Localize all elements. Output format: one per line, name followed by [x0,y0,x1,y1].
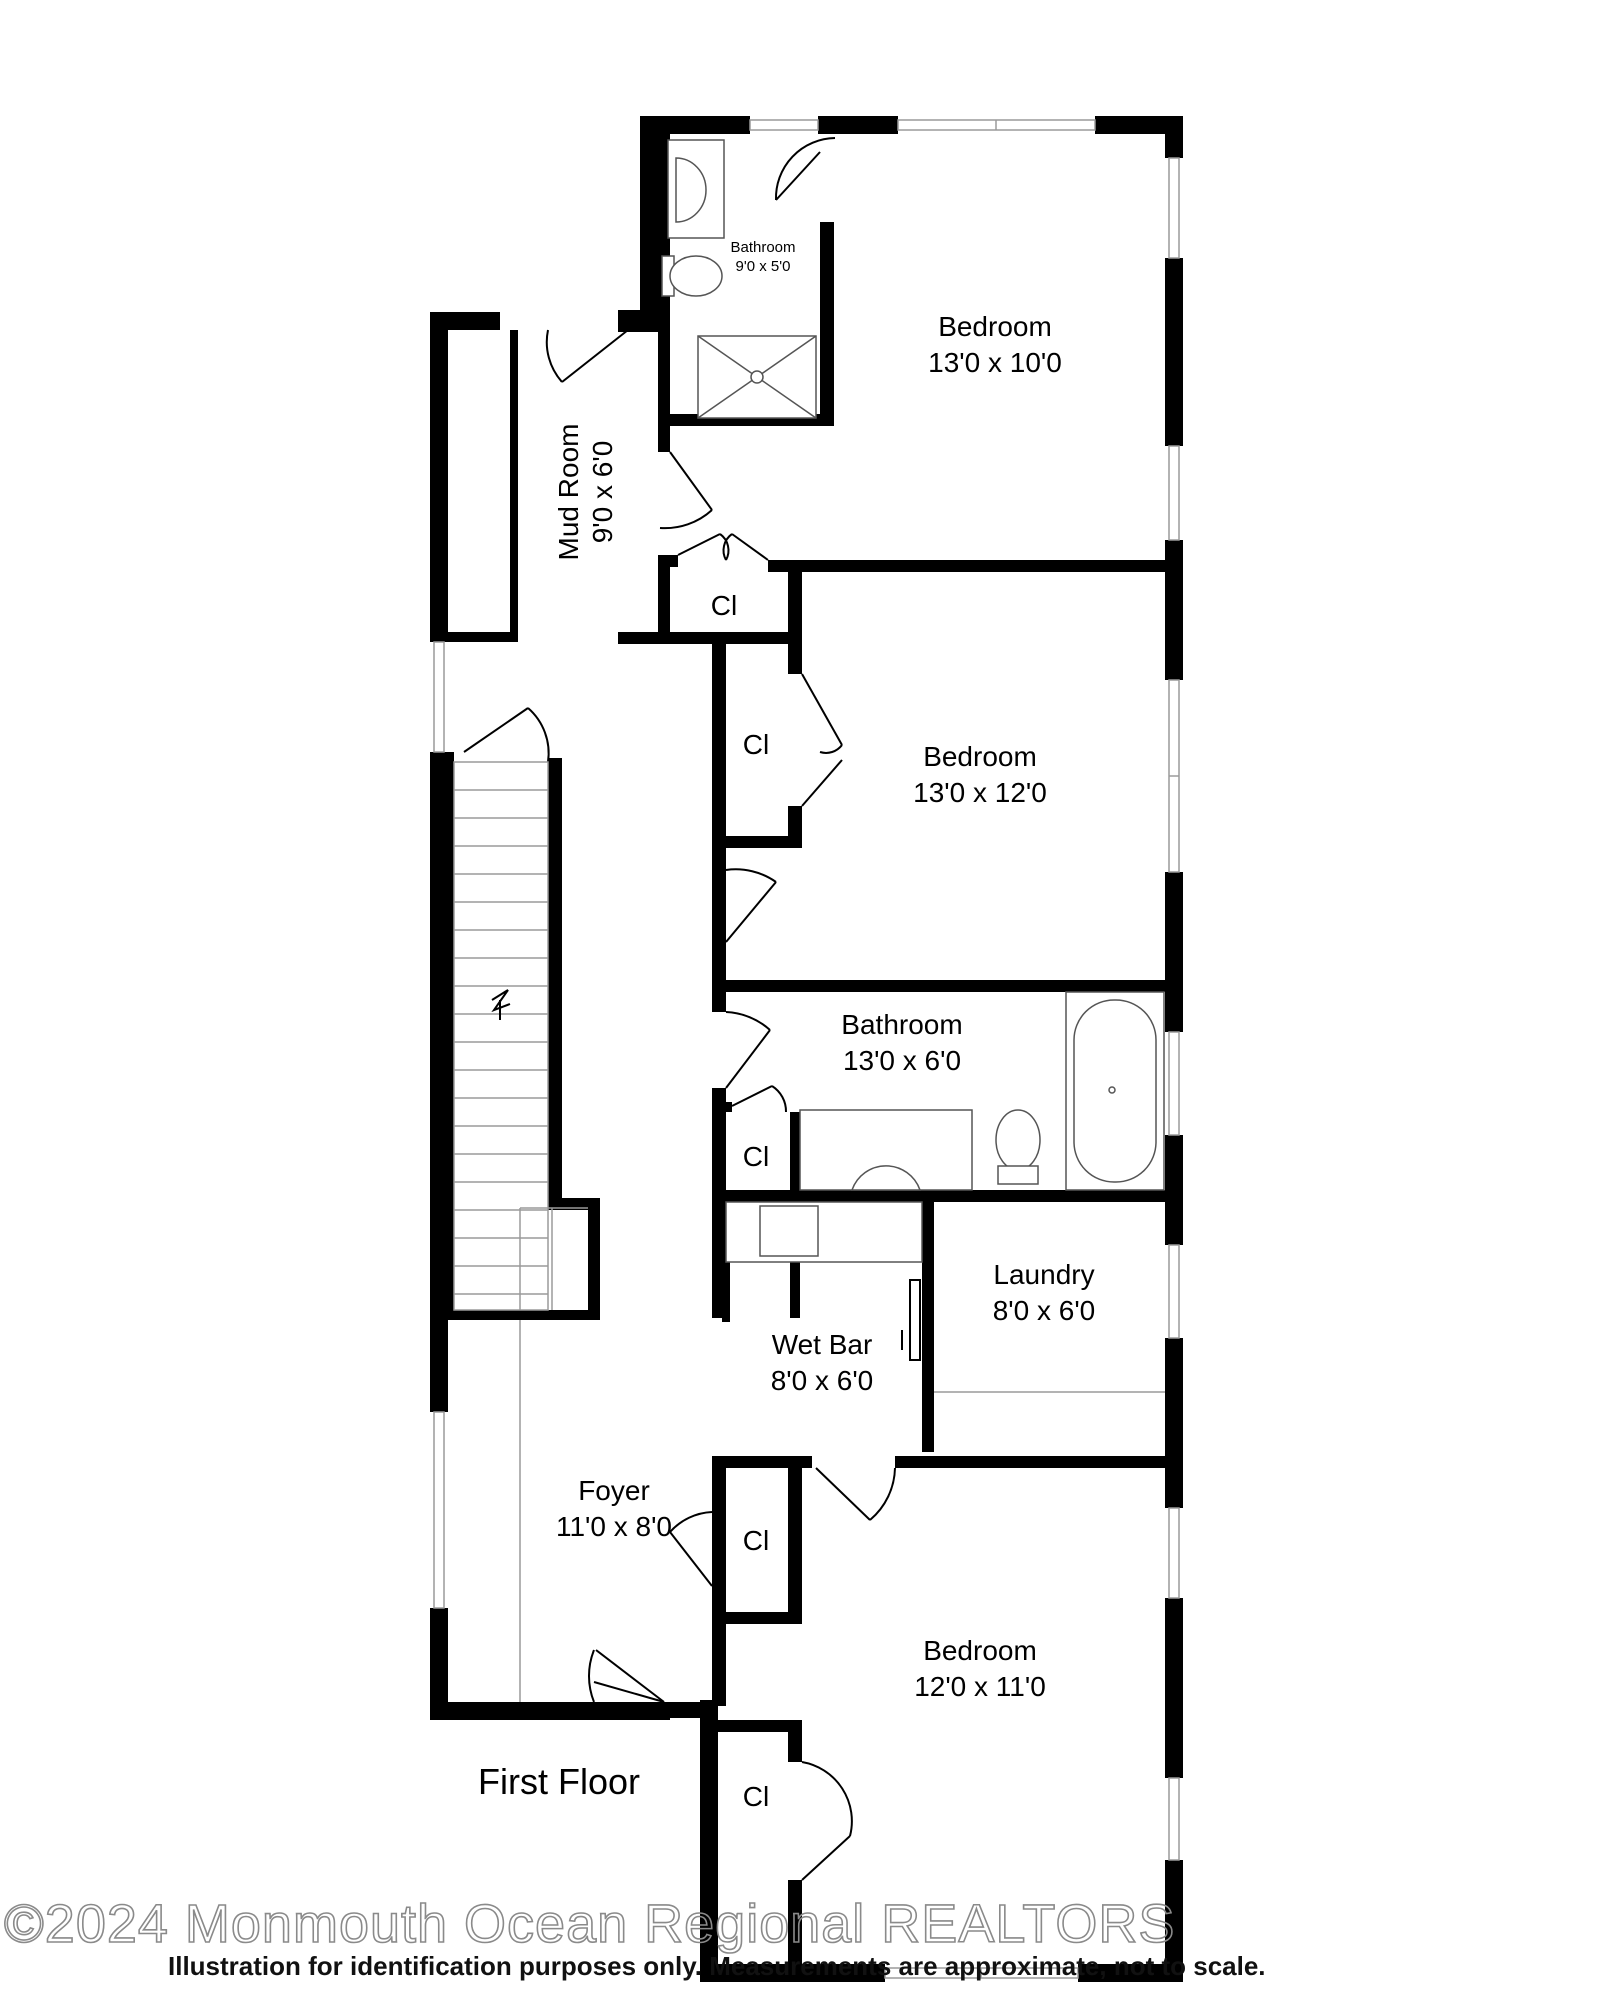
closet-label-4: Cl [743,1525,769,1556]
bedroom-2-name: Bedroom [923,741,1037,772]
laundry-size: 8'0 x 6'0 [993,1295,1096,1326]
foyer-name: Foyer [578,1475,650,1506]
bathroom-name: Bathroom [841,1009,962,1040]
doors [463,137,921,1881]
wet-bar-size: 8'0 x 6'0 [771,1365,874,1396]
bedroom-2-size: 13'0 x 12'0 [913,777,1047,808]
small-bathroom-name: Bathroom [730,239,795,256]
bedroom-3-name: Bedroom [923,1635,1037,1666]
watermark: ©2024 Monmouth Ocean Regional REALTORS [4,1894,1175,1954]
closet-label-2: Cl [743,729,769,760]
staircase [453,761,588,1702]
bedroom-1-size: 13'0 x 10'0 [928,347,1062,378]
floor-label: First Floor [478,1761,640,1802]
foyer-size: 11'0 x 8'0 [556,1511,672,1542]
closet-label-1: Cl [711,590,737,621]
mud-room-size: 9'0 x 6'0 [587,441,618,544]
closet-label-3: Cl [743,1141,769,1172]
laundry-name: Laundry [993,1259,1094,1290]
fixtures [661,139,1165,1393]
windows [433,119,1180,1979]
bathroom-size: 13'0 x 6'0 [843,1045,961,1076]
wet-bar-name: Wet Bar [772,1329,873,1360]
bedroom-1-name: Bedroom [938,311,1052,342]
mud-room-name: Mud Room [553,424,584,561]
closet-label-5: Cl [743,1781,769,1812]
bedroom-3-size: 12'0 x 11'0 [914,1671,1046,1702]
disclaimer: Illustration for identification purposes… [168,1951,1266,1981]
room-labels: Bedroom 13'0 x 10'0 Bathroom 9'0 x 5'0 M… [553,239,1095,1812]
walls [430,116,1183,1982]
small-bathroom-size: 9'0 x 5'0 [736,258,791,275]
